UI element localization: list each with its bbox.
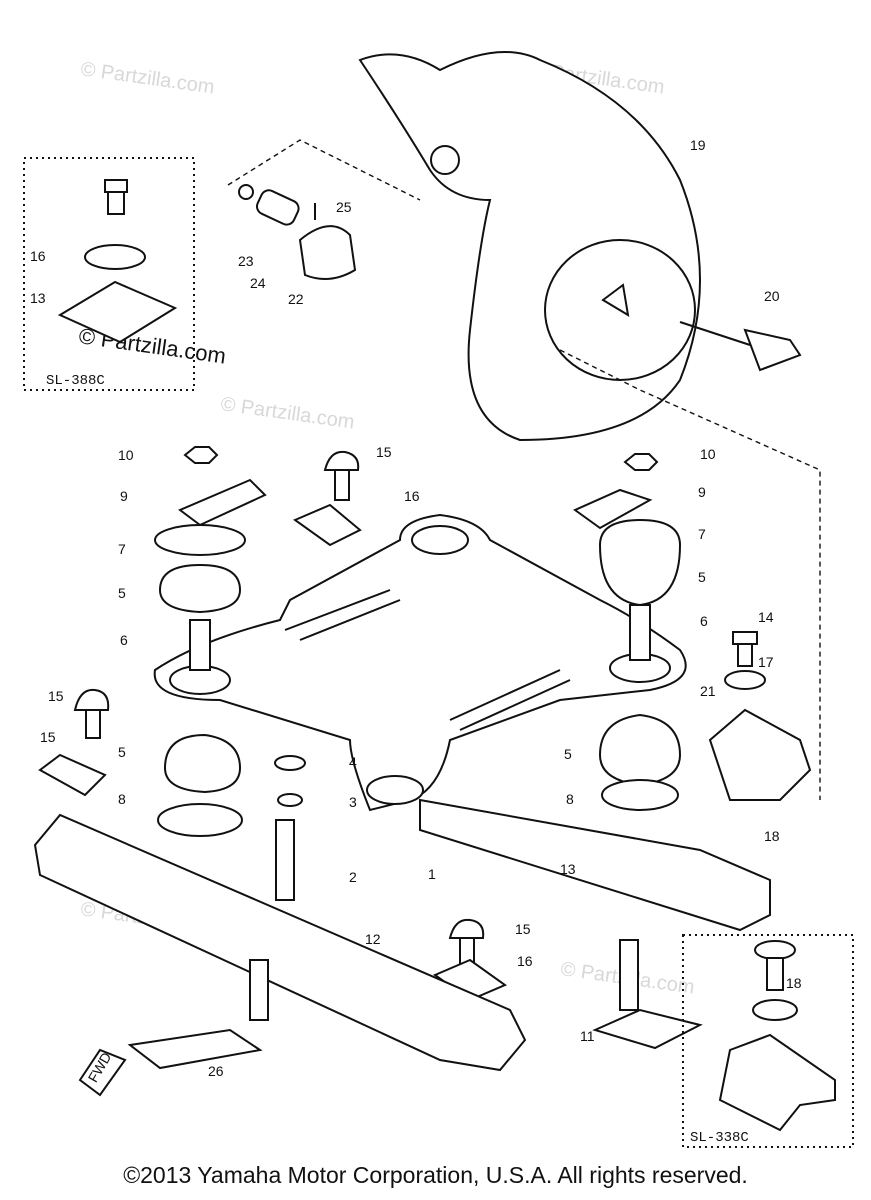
callout-label: 5	[698, 569, 706, 585]
callout-label: 16	[517, 953, 533, 969]
callout-label: 13	[30, 290, 46, 306]
callout-label: 21	[700, 683, 716, 699]
callout-label: 13	[560, 861, 576, 877]
callout-label: 14	[758, 609, 774, 625]
callout-label: 9	[120, 488, 128, 504]
callout-label: 1	[428, 866, 436, 882]
callout-label: 17	[758, 654, 774, 670]
callout-label: 5	[118, 744, 126, 760]
watermark: © Partzilla.com	[219, 393, 356, 434]
inset-label: SL-338C	[690, 1130, 749, 1146]
callout-label: 10	[700, 446, 716, 462]
fan-shroud-part	[358, 51, 701, 442]
callout-label: 7	[118, 541, 126, 557]
inset-sl-388c	[23, 157, 195, 391]
pin-part	[559, 321, 821, 800]
inset-sl-338c	[682, 934, 854, 1148]
plates	[33, 798, 771, 1097]
callout-label: 7	[698, 526, 706, 542]
callout-label: 4	[349, 754, 357, 770]
callout-label: 11	[580, 1028, 595, 1044]
copyright-notice: ©2013 Yamaha Motor Corporation, U.S.A. A…	[123, 1162, 748, 1188]
callout-label: 10	[118, 447, 134, 463]
left-mounts	[154, 446, 267, 837]
callout-label: 26	[208, 1063, 224, 1079]
callout-label: 5	[564, 746, 572, 762]
inset-label: SL-388C	[46, 373, 105, 389]
callout-label: 20	[764, 288, 780, 304]
callout-label: 8	[566, 791, 574, 807]
callout-label: 9	[698, 484, 706, 500]
callout-label: 15	[48, 688, 64, 704]
callout-label: 24	[250, 275, 266, 291]
callout-label: 12	[365, 931, 381, 947]
watermark: © Partzilla.com	[79, 58, 216, 99]
callout-label: 19	[690, 137, 706, 153]
callout-label: 22	[288, 291, 304, 307]
callout-label: 3	[349, 794, 357, 810]
callout-label: 6	[120, 632, 128, 648]
callout-label: 18	[764, 828, 780, 844]
knob-assembly	[227, 139, 421, 280]
callout-label: 15	[515, 921, 531, 937]
callout-label: 16	[30, 248, 46, 264]
callout-label: 2	[349, 869, 357, 885]
callout-label: 16	[404, 488, 420, 504]
callout-label: 23	[238, 253, 254, 269]
callout-label: 18	[786, 975, 802, 991]
fasteners	[38, 450, 812, 1002]
callout-label: 6	[700, 613, 708, 629]
callout-label: 25	[336, 199, 352, 215]
callout-label: 5	[118, 585, 126, 601]
right-mounts	[573, 453, 682, 811]
callout-label: 15	[40, 729, 56, 745]
callout-label: 8	[118, 791, 126, 807]
callout-label: 15	[376, 444, 392, 460]
